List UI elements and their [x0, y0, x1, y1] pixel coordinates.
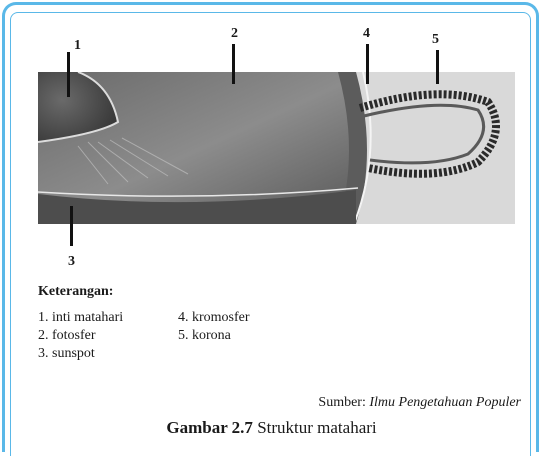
leader-line-5 [436, 50, 439, 84]
legend-item: 5. korona [178, 328, 231, 344]
figure-caption: Gambar 2.7 Struktur matahari [0, 418, 543, 438]
leader-line-4 [366, 44, 369, 84]
leader-line-2 [232, 44, 235, 84]
label-3: 3 [68, 254, 75, 270]
legend-item: 4. kromosfer [178, 310, 250, 326]
legend-item: 2. fotosfer [38, 328, 96, 344]
label-5: 5 [432, 32, 439, 48]
label-4: 4 [363, 26, 370, 42]
leader-line-1 [67, 52, 70, 97]
sun-structure-illustration [38, 72, 515, 224]
legend-item: 1. inti matahari [38, 310, 123, 326]
label-2: 2 [231, 26, 238, 42]
source-prefix: Sumber: [318, 395, 369, 410]
legend-title: Keterangan: [38, 284, 113, 300]
caption-text: Struktur matahari [253, 418, 377, 437]
source-title: Ilmu Pengetahuan Populer [369, 395, 521, 410]
legend-item: 3. sunspot [38, 346, 95, 362]
label-1: 1 [74, 38, 81, 54]
caption-number: Gambar 2.7 [166, 418, 253, 437]
source-credit: Sumber: Ilmu Pengetahuan Populer [318, 395, 521, 411]
leader-line-3 [70, 206, 73, 246]
